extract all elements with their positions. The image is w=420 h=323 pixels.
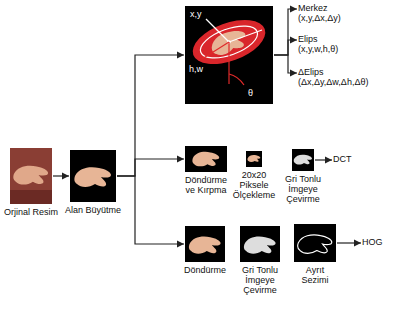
step-caption: Döndürme ve Kırpma xyxy=(183,175,229,195)
ellipse-image: x,y h,w θ xyxy=(185,6,273,104)
feature-text: (Δx,Δy,Δw,Δh,Δθ) xyxy=(298,77,368,87)
image-step: Ayrıt Sezimi xyxy=(294,224,336,285)
feature-text: Elips xyxy=(298,34,338,44)
image-step: Alan Büyütme xyxy=(70,150,116,215)
image-step: 20x20 Piksele Ölçekleme xyxy=(246,151,262,200)
hand-picture xyxy=(294,155,312,165)
picture-area xyxy=(246,151,262,167)
feature-text: DCT xyxy=(333,154,352,164)
image-step: Döndürme ve Kırpma xyxy=(185,146,227,195)
step-caption: Alan Büyütme xyxy=(63,205,123,215)
image-step: Orjinal Resim xyxy=(10,148,52,217)
flow-arrow xyxy=(274,55,297,73)
feature-text: ΔElips xyxy=(298,67,368,77)
feature-text: Merkez xyxy=(298,3,341,13)
flow-arrow xyxy=(117,55,184,176)
image-step: Gri Tonlu İmgeye Çevirme xyxy=(240,226,280,295)
step-caption: 20x20 Piksele Ölçekleme xyxy=(229,170,279,200)
major-axis xyxy=(229,30,262,42)
picture-area xyxy=(292,149,314,171)
hand-picture xyxy=(244,237,276,254)
edge-ground xyxy=(294,224,336,262)
step-caption: Ayrıt Sezimi xyxy=(294,265,336,285)
step-caption: Gri Tonlu İmgeye Çevirme xyxy=(237,265,283,295)
flow-arrow xyxy=(53,175,69,176)
gray-ground xyxy=(240,226,280,262)
hand-picture xyxy=(74,167,111,187)
hand-picture xyxy=(192,152,219,166)
hand-edges xyxy=(298,235,332,253)
feature-label: HOG xyxy=(362,237,383,247)
step-caption: Orjinal Resim xyxy=(1,207,61,217)
hand-picture xyxy=(247,155,260,162)
picture-area xyxy=(294,224,336,262)
flow-arrow xyxy=(274,9,297,55)
angle-arc xyxy=(229,74,244,85)
feature-label: Elips(x,y,w,h,θ) xyxy=(298,34,338,54)
feature-label: ΔElips(Δx,Δy,Δw,Δh,Δθ) xyxy=(298,67,368,87)
hand-picture xyxy=(189,237,221,254)
picture-area xyxy=(70,150,116,202)
flow-arrow xyxy=(315,159,332,160)
feature-text: HOG xyxy=(362,237,383,247)
image-annotation: θ xyxy=(247,88,254,98)
photo-ground xyxy=(10,148,52,204)
rotate-ground xyxy=(185,226,225,262)
picture-area xyxy=(185,146,227,172)
angle-reference xyxy=(228,42,229,84)
gray-ground xyxy=(292,149,314,171)
flow-arrow xyxy=(117,176,184,244)
feature-label: Merkez(x,y,Δx,Δy) xyxy=(298,3,341,23)
image-annotation: h,w xyxy=(188,64,204,74)
crop-ground xyxy=(185,146,227,172)
image-annotation: x,y xyxy=(189,9,203,19)
mask-ground xyxy=(70,150,116,202)
step-caption: Döndürme xyxy=(180,265,230,275)
center-pointer xyxy=(206,19,229,42)
image-step: Gri Tonlu İmgeye Çevirme xyxy=(292,149,314,204)
feature-label: DCT xyxy=(333,154,352,164)
picture-area xyxy=(185,226,225,262)
hand-picture xyxy=(13,166,48,185)
picture-area xyxy=(240,226,280,262)
scaled-ground xyxy=(246,151,262,167)
flow-arrow xyxy=(117,159,184,176)
flow-arrow xyxy=(337,242,361,243)
ellipse-ground xyxy=(185,6,273,104)
image-step: Döndürme xyxy=(185,226,225,275)
picture-area xyxy=(10,148,52,204)
feature-text: (x,y,w,h,θ) xyxy=(298,44,338,54)
feature-text: (x,y,Δx,Δy) xyxy=(298,13,341,23)
flow-arrow xyxy=(274,40,297,55)
size-pointer xyxy=(202,42,229,59)
step-caption: Gri Tonlu İmgeye Çevirme xyxy=(281,174,325,204)
photo-sleeve xyxy=(10,190,52,204)
